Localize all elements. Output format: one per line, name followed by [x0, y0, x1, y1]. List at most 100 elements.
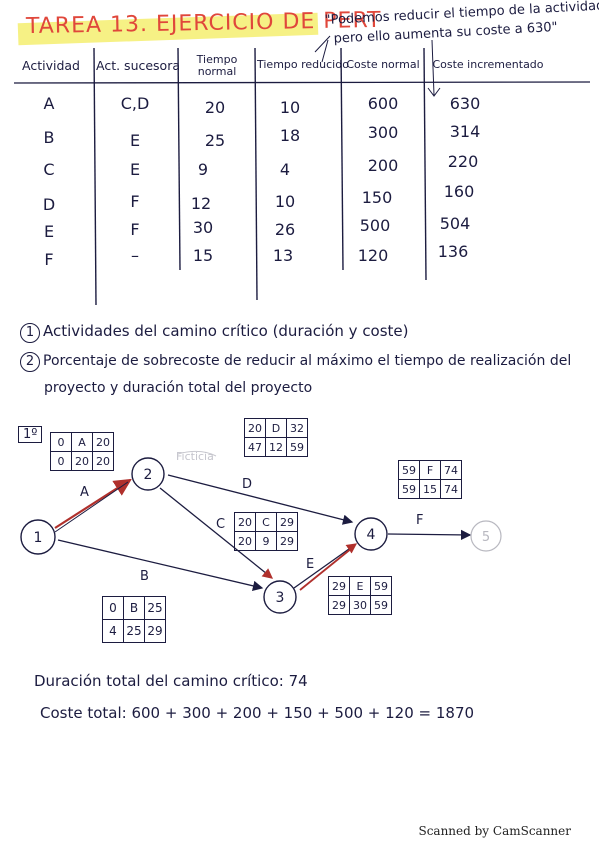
faded-label: Ficticia — [176, 450, 214, 463]
result-cost: Coste total: 600 + 300 + 200 + 150 + 500… — [40, 704, 475, 722]
pert-network: 1 2 3 4 5 A B C D E F Ficticia — [20, 450, 502, 614]
box-cell: 59 — [398, 460, 420, 480]
node-1-label: 1 — [34, 530, 43, 546]
table-cell: F — [130, 220, 140, 239]
node-3 — [263, 580, 297, 614]
edge-f-label: F — [416, 513, 423, 528]
box-cell: 25 — [123, 619, 145, 643]
table-cell: 9 — [197, 160, 209, 179]
table-cell: E — [129, 131, 141, 150]
box-cell: C — [255, 512, 277, 532]
table-cell: B — [43, 128, 55, 147]
table-cell: A — [43, 94, 55, 113]
edge-d-label: D — [242, 477, 252, 492]
table-cell: 120 — [357, 246, 389, 265]
question-1-text: Actividades del camino crítico (duración… — [43, 322, 409, 340]
box-cell: 59 — [370, 576, 392, 596]
edge-e-label: E — [306, 557, 314, 572]
table-cell: 600 — [367, 94, 399, 113]
box-cell: 9 — [255, 531, 277, 551]
box-cell: 47 — [244, 437, 266, 457]
table-cell: 26 — [274, 220, 296, 239]
table-cell: 150 — [361, 188, 393, 207]
col-header-actividad: Actividad — [22, 58, 80, 73]
node-5 — [470, 520, 502, 552]
box-cell: 59 — [398, 479, 420, 499]
table-cell: 10 — [279, 98, 301, 117]
box-cell: 0 — [50, 432, 72, 452]
faded-scribble — [177, 450, 217, 457]
question-number: 2 — [20, 352, 40, 372]
table-cell: 136 — [437, 242, 469, 261]
table-header-rule — [13, 81, 591, 84]
table-cell: F — [44, 250, 54, 269]
box-cell: D — [265, 418, 287, 438]
table-cell: 300 — [367, 123, 399, 142]
box-cell: 59 — [370, 595, 392, 615]
scanner-watermark: Scanned by CamScanner — [418, 824, 571, 838]
table-col-divider — [93, 47, 97, 306]
box-cell: F — [419, 460, 441, 480]
box-cell: 29 — [328, 595, 350, 615]
box-cell: 29 — [276, 512, 298, 532]
table-cell: – — [131, 246, 139, 265]
box-cell: 59 — [286, 437, 308, 457]
table-cell: C — [43, 160, 55, 179]
edge-f — [387, 529, 472, 541]
table-cell: 15 — [192, 246, 214, 265]
question-number: 1 — [20, 323, 40, 343]
box-cell: 0 — [102, 596, 124, 620]
table-cell: 4 — [279, 160, 291, 179]
node-3-label: 3 — [276, 590, 285, 606]
table-cell: D — [42, 195, 56, 214]
col-header-tiempo-reducido: Tiempo reducido — [257, 58, 349, 71]
node-4-label: 4 — [367, 527, 376, 543]
note-arrow — [427, 39, 441, 97]
table-cell: C,D — [120, 94, 150, 113]
node-2 — [131, 457, 165, 491]
table-cell: 220 — [447, 152, 479, 171]
edge-a-label: A — [80, 485, 89, 500]
note-arrow — [314, 35, 331, 63]
edge-a — [54, 478, 132, 529]
box-cell: 20 — [71, 451, 93, 471]
table-lines — [13, 35, 591, 306]
node-4 — [354, 517, 388, 551]
answer-1-marker: 1º — [18, 426, 43, 443]
table-cell: E — [43, 222, 55, 241]
result-duration: Duración total del camino crítico: 74 — [34, 672, 308, 690]
table-cell: 13 — [272, 246, 294, 265]
table-cell: 504 — [439, 214, 471, 233]
question-2-text-line-1: Porcentaje de sobrecoste de reducir al m… — [43, 353, 572, 369]
table-col-divider — [423, 47, 427, 281]
table-cell: 200 — [367, 156, 399, 175]
edge-c-label: C — [216, 517, 225, 532]
box-cell: 20 — [234, 531, 256, 551]
box-cell: B — [123, 596, 145, 620]
table-cell: E — [129, 160, 141, 179]
box-cell: 12 — [265, 437, 287, 457]
box-cell: 30 — [349, 595, 371, 615]
box-cell: 20 — [92, 451, 114, 471]
table-col-divider — [254, 47, 258, 301]
box-cell: 15 — [419, 479, 441, 499]
table-col-divider — [177, 47, 181, 271]
edge-c — [159, 487, 274, 579]
box-cell: A — [71, 432, 93, 452]
col-header-coste-normal: Coste normal — [346, 58, 420, 71]
box-cell: 29 — [144, 619, 166, 643]
table-col-divider — [340, 47, 344, 271]
box-cell: 74 — [440, 460, 462, 480]
box-cell: 29 — [328, 576, 350, 596]
col-header-sucesora: Act. sucesora — [96, 58, 181, 73]
edge-d — [167, 474, 354, 525]
node-2-label: 2 — [144, 467, 153, 483]
box-cell: 20 — [234, 512, 256, 532]
